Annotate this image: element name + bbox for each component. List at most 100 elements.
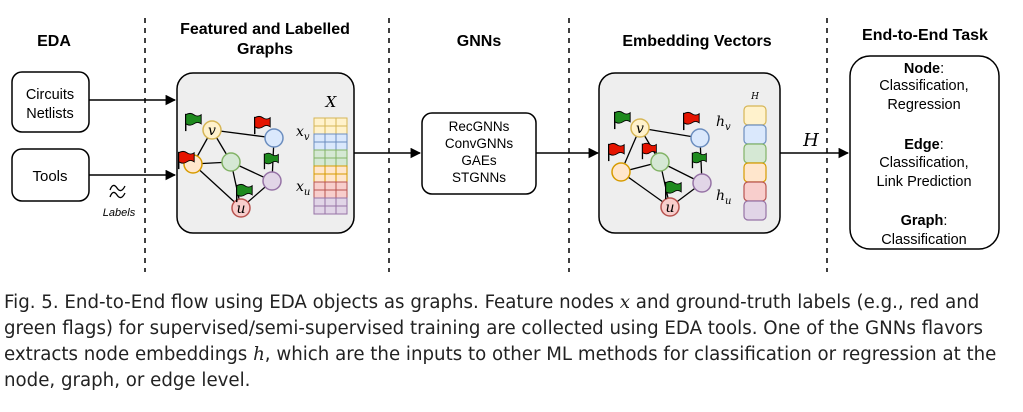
matrix-x-label: X	[325, 93, 338, 111]
embedding-matrix-cell	[743, 181, 767, 202]
feature-matrix-cell	[313, 117, 326, 127]
task-node-title: Node	[904, 61, 940, 77]
feature-matrix-cell	[313, 165, 326, 175]
feature-matrix	[313, 117, 348, 215]
feature-matrix-cell	[324, 117, 337, 127]
feature-matrix-cell	[324, 189, 337, 199]
node-blue	[690, 128, 710, 148]
matrix-h-label: H	[750, 92, 759, 102]
node-u	[231, 198, 251, 218]
node-v-label: v	[636, 121, 644, 137]
feature-matrix-cell	[335, 125, 348, 135]
caption-suffix: , which are the inputs to other ML metho…	[4, 344, 997, 391]
embedding-matrix-cell	[743, 200, 767, 221]
feature-matrix-cell	[313, 181, 326, 191]
node-v	[202, 120, 222, 140]
feature-matrix-cell	[335, 157, 348, 167]
caption-var-x: x	[619, 292, 631, 313]
caption-prefix: Fig. 5. End-to-End flow using EDA object…	[4, 292, 620, 313]
node-blue	[264, 128, 284, 148]
feature-matrix-cell	[335, 197, 348, 207]
node-u-label: u	[665, 200, 674, 216]
feature-matrix-cell	[335, 141, 348, 151]
task-edge-line2: Link Prediction	[876, 174, 971, 190]
task-node-line2: Regression	[887, 97, 960, 113]
feature-matrix-cell	[313, 157, 326, 167]
feature-matrix-cell	[324, 173, 337, 183]
labels-wave-icon	[109, 184, 126, 199]
feature-matrix-cell	[335, 181, 348, 191]
node-orange	[611, 162, 631, 182]
feature-matrix-cell	[324, 205, 337, 215]
node-green	[650, 152, 670, 172]
node-purple	[262, 171, 282, 191]
feature-matrix-cell	[313, 173, 326, 183]
feature-matrix-cell	[324, 125, 337, 135]
task-node-line1: Classification,	[879, 78, 968, 94]
node-purple	[692, 173, 712, 193]
feature-matrix-cell	[324, 197, 337, 207]
feature-matrix-cell	[313, 133, 326, 143]
feature-matrix-cell	[313, 189, 326, 199]
flow-diagram: EDA Featured and Labelled Graphs GNNs Em…	[11, 18, 1000, 272]
node-green	[221, 152, 241, 172]
task-graph-title: Graph	[901, 213, 944, 229]
svg-text:Graph:: Graph:	[901, 213, 948, 229]
caption-var-h: h	[253, 344, 265, 365]
node-v	[630, 118, 650, 138]
node-v-label: v	[208, 123, 216, 139]
feature-matrix-cell	[335, 165, 348, 175]
embedding-matrix-cell	[743, 143, 767, 164]
embedding-matrix-cell	[743, 105, 767, 126]
circuits-netlists-box: Circuits Netlists	[11, 71, 90, 133]
feature-matrix-cell	[324, 165, 337, 175]
caption-middle: and ground-truth labels (e.g., red and g…	[4, 292, 984, 365]
feature-matrix-cell	[313, 197, 326, 207]
feature-matrix-cell	[313, 149, 326, 159]
feature-matrix-cell	[335, 173, 348, 183]
gnn-item-recgnns: RecGNNs	[449, 119, 510, 134]
task-edge-line1: Classification,	[879, 155, 968, 171]
feature-matrix-cell	[324, 133, 337, 143]
labels-text: Labels	[103, 207, 136, 219]
svg-text:Node:: Node:	[904, 61, 944, 77]
gnn-item-convgnns: ConvGNNs	[445, 136, 514, 151]
feature-matrix-cell	[324, 149, 337, 159]
feature-matrix-cell	[324, 157, 337, 167]
heading-gnns: GNNs	[457, 33, 502, 50]
gnn-item-stgnns: STGNNs	[452, 170, 506, 185]
arrow-h-label: H	[802, 130, 819, 151]
task-box: Node: Classification, Regression Edge: C…	[849, 55, 1000, 250]
heading-featured-line2: Graphs	[237, 41, 293, 58]
task-edge-title: Edge	[904, 137, 939, 153]
feature-matrix-cell	[324, 141, 337, 151]
feature-matrix-cell	[313, 205, 326, 215]
figure-caption: Fig. 5. End-to-End flow using EDA object…	[4, 290, 1019, 394]
circuits-line2: Netlists	[26, 106, 74, 122]
tools-label: Tools	[32, 168, 67, 185]
tools-box: Tools	[11, 148, 90, 202]
task-graph-line1: Classification	[881, 232, 966, 248]
gnn-item-gaes: GAEs	[461, 153, 497, 168]
embedding-matrix-cell	[743, 162, 767, 183]
node-u	[660, 197, 680, 217]
heading-embedding: Embedding Vectors	[622, 33, 771, 50]
node-u-label: u	[236, 201, 245, 217]
heading-featured-line1: Featured and Labelled	[180, 21, 350, 38]
embedding-matrix	[743, 105, 767, 221]
circuits-line1: Circuits	[26, 87, 74, 103]
embedding-panel: v u hv hu H	[598, 72, 781, 234]
feature-matrix-cell	[335, 133, 348, 143]
embedding-matrix-cell	[743, 124, 767, 145]
feature-matrix-cell	[324, 181, 337, 191]
heading-eda: EDA	[37, 33, 71, 50]
feature-matrix-cell	[335, 205, 348, 215]
featured-graph-panel: v u xv xu X	[176, 72, 355, 234]
feature-matrix-cell	[335, 117, 348, 127]
svg-text:Edge:: Edge:	[904, 137, 943, 153]
gnn-box: RecGNNs ConvGNNs GAEs STGNNs	[421, 112, 537, 195]
feature-matrix-cell	[313, 141, 326, 151]
heading-end-to-end: End-to-End Task	[862, 27, 988, 44]
section-dividers	[144, 18, 828, 272]
feature-matrix-cell	[335, 149, 348, 159]
